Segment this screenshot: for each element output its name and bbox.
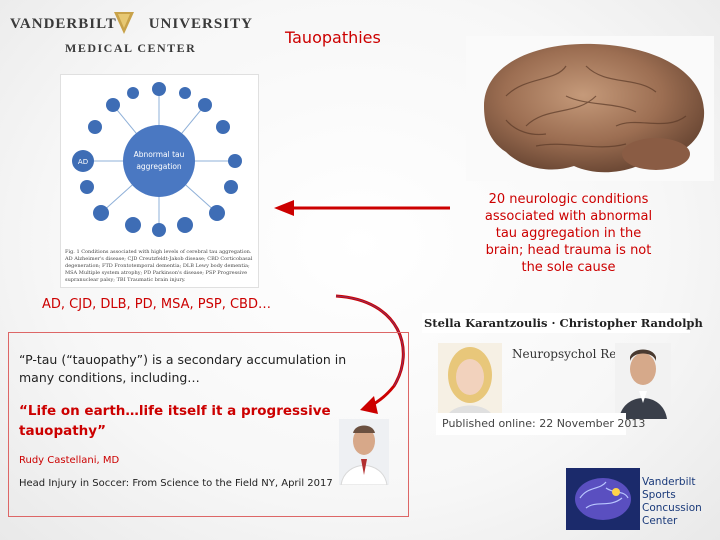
- abbreviation-list: AD, CJD, DLB, PD, MSA, PSP, CBD…: [42, 297, 271, 312]
- vscc-line-sports: Sports: [642, 489, 676, 501]
- curved-arrow-icon: [335, 294, 405, 414]
- svg-text:AD: AD: [78, 158, 88, 166]
- vscc-line-vanderbilt: Vanderbilt: [642, 476, 696, 488]
- quote-intro: “P-tau (“tauopathy”) is a secondary accu…: [19, 352, 347, 385]
- published-date: Published online: 22 November 2013: [436, 413, 645, 435]
- vscc-logo: Vanderbilt Sports Concussion Center: [562, 468, 702, 530]
- brain-photo: [466, 36, 714, 181]
- castellani-photo: [339, 419, 389, 486]
- tau-diagram: Abnormal tau aggregation AD: [72, 82, 242, 237]
- conditions-text: 20 neurologic conditions associated with…: [484, 192, 653, 275]
- oak-leaf-logo-icon: [114, 12, 134, 34]
- left-arrow-icon: [274, 200, 450, 216]
- quote-author: Rudy Castellani, MD: [19, 455, 120, 466]
- paper-authors: Stella Karantzoulis · Christopher Randol…: [422, 313, 703, 333]
- tau-aggregation-figure: Abnormal tau aggregation AD Fig. 1 Condi…: [60, 74, 259, 288]
- quote-box: “P-tau (“tauopathy”) is a secondary accu…: [8, 332, 409, 517]
- quote-source: Head Injury in Soccer: From Science to t…: [19, 478, 333, 489]
- journal-name: Neuropsychol Rev: [512, 347, 624, 361]
- vscc-line-concussion: Concussion: [642, 502, 702, 514]
- figure-caption: Fig. 1 Conditions associated with high l…: [65, 249, 253, 283]
- author-photo-karantzoulis: [438, 343, 502, 419]
- vscc-text: Vanderbilt Sports Concussion Center: [642, 476, 702, 528]
- vscc-line-center: Center: [642, 515, 678, 527]
- svg-text:Abnormal tau: Abnormal tau: [134, 150, 185, 159]
- brain-logo-icon: [566, 468, 640, 530]
- slide-title: Tauopathies: [285, 28, 381, 47]
- quote-main: “Life on earth…life itself it a progress…: [19, 403, 331, 439]
- svg-text:aggregation: aggregation: [136, 162, 182, 171]
- logo-medical-center: MEDICAL CENTER: [65, 41, 197, 55]
- paper-citation: Stella Karantzoulis · Christopher Randol…: [422, 311, 703, 439]
- tau-center-node: [123, 125, 195, 197]
- author-photo-randolph: [615, 343, 671, 419]
